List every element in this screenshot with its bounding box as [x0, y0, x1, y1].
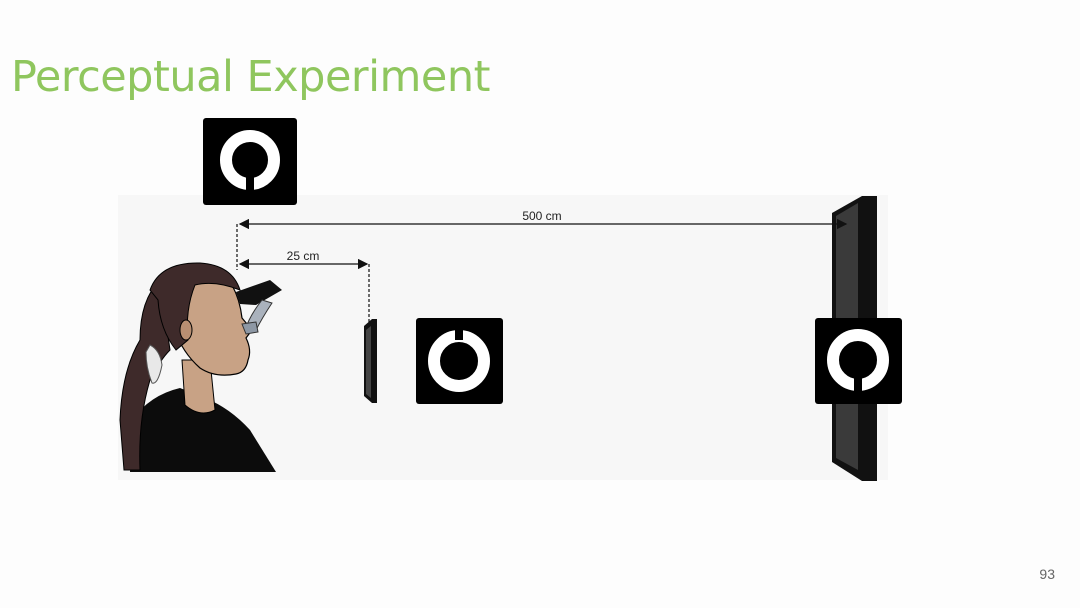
page-number: 93	[1039, 566, 1055, 582]
far-distance-label: 500 cm	[522, 209, 561, 223]
person-figure-icon	[119, 262, 282, 472]
near-display-icon	[364, 319, 377, 403]
near-distance-label: 25 cm	[287, 249, 320, 263]
slide-title: Perceptual Experiment	[11, 52, 491, 102]
ring-symbol-icon	[203, 118, 297, 205]
far-distance-dimension: 500 cm	[236, 209, 848, 270]
near-distance-dimension: 25 cm	[238, 249, 370, 322]
ring-symbol-icon	[815, 318, 902, 404]
ring-symbol-icon	[416, 318, 503, 404]
